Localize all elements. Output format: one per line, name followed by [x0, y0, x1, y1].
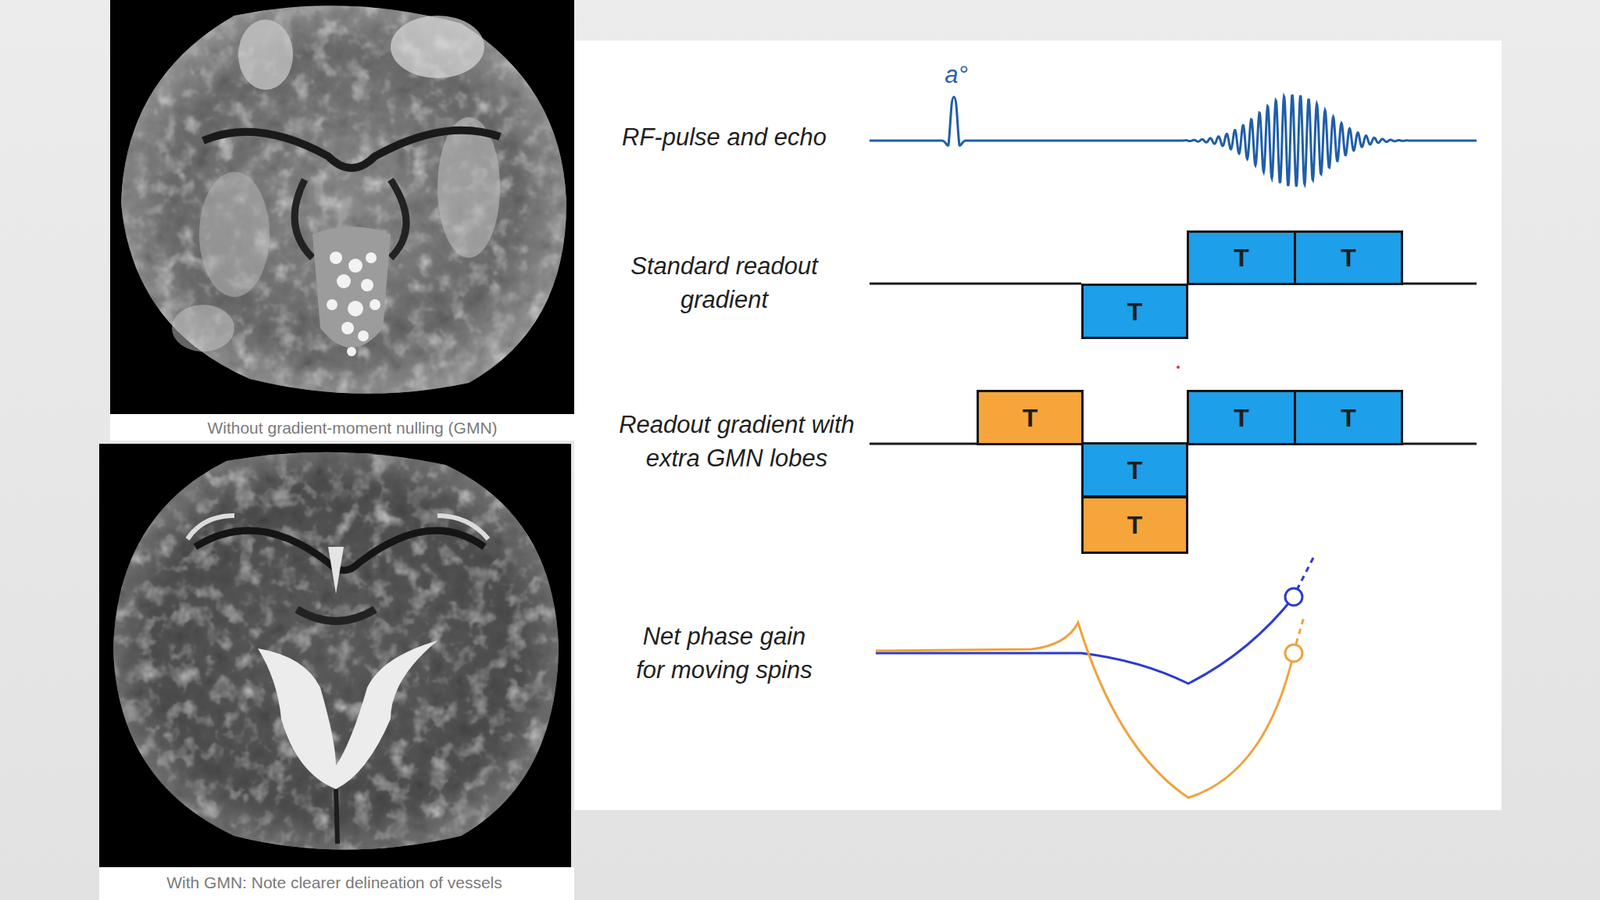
row-label: RF-pulse and echo — [621, 120, 827, 154]
caption-strip — [99, 867, 575, 900]
image-background — [110, 0, 575, 415]
panel — [574, 40, 1502, 811]
row-label: Readout gradient with extra GMN lobes — [607, 407, 866, 476]
lobe-duration: T — [1127, 457, 1143, 483]
gradient-lobe: T — [1081, 283, 1189, 340]
image-caption: Without gradient-moment nulling (GMN) — [207, 416, 497, 440]
image-background — [99, 443, 572, 868]
lobe-duration: T — [1340, 245, 1357, 271]
lobe-duration: T — [1233, 245, 1250, 271]
vessel — [203, 130, 500, 168]
lobe-duration: T — [1340, 405, 1357, 431]
gradient-lobe: T — [1186, 230, 1297, 286]
lobe-duration: T — [1127, 299, 1143, 325]
gradient-lobe: T — [1081, 496, 1189, 554]
stray-dot — [1176, 365, 1180, 369]
echo-marker — [1285, 588, 1303, 606]
gradient-lobe: T — [976, 389, 1084, 446]
bright-patch — [437, 117, 500, 258]
flip-angle: a° — [944, 57, 968, 92]
vessel-bright — [328, 546, 344, 594]
mri-image-top — [110, 0, 575, 441]
lobe-duration: T — [1127, 512, 1143, 538]
gradient-lobe: T — [1081, 442, 1189, 498]
caption-strip — [110, 414, 575, 441]
echo-marker — [1285, 644, 1303, 662]
bright-patch — [238, 19, 293, 90]
gradient-lobe: T — [1293, 230, 1404, 286]
gradient-lobe: T — [1293, 389, 1404, 446]
phase-curve-gmn — [875, 622, 1294, 798]
bright-patch — [390, 15, 485, 79]
ghost-artifact — [326, 251, 381, 357]
row-label: Standard readout gradient — [626, 249, 822, 318]
image-caption: With GMN: Note clearer delineation of ve… — [166, 871, 503, 894]
rf-pulse — [869, 96, 1477, 146]
lobe-duration: T — [1233, 405, 1250, 431]
phase-curve-extension — [1296, 556, 1315, 590]
row-label: Net phase gain for moving spins — [626, 619, 822, 688]
lobe-duration: T — [1022, 405, 1039, 431]
gradient-lobe: T — [1186, 389, 1297, 446]
midbrain — [312, 226, 391, 348]
bright-patch — [171, 304, 235, 352]
vessel — [335, 789, 338, 844]
phase-curve-extension — [1296, 617, 1304, 644]
vessel-bright — [187, 515, 489, 540]
echo-signal — [1183, 94, 1408, 186]
ventricle — [257, 640, 438, 790]
mri-image-bottom — [99, 443, 575, 900]
bright-patch — [199, 171, 270, 297]
vessel — [296, 609, 375, 622]
brain-section — [121, 5, 567, 394]
brain-section — [113, 452, 559, 850]
